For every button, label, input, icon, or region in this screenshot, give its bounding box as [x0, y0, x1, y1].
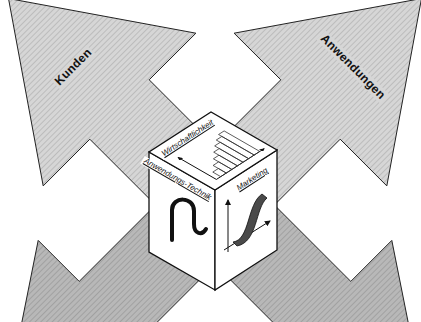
s-curve-chart	[224, 194, 270, 252]
technik-symbol	[172, 200, 206, 240]
